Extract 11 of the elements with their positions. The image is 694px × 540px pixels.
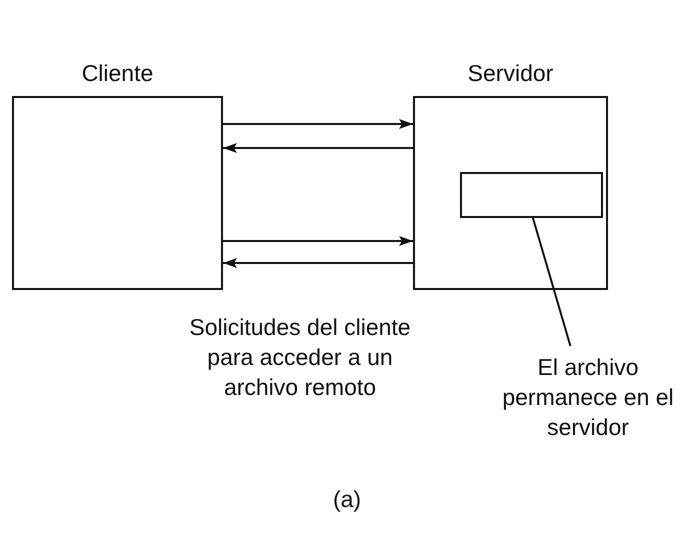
- caption: (a): [332, 485, 362, 514]
- leader-line: [532, 218, 572, 346]
- label-text: Solicitudes del cliente para acceder a un archivo remoto: [188, 313, 412, 402]
- box-heading: Cliente: [80, 60, 154, 87]
- arrow: [223, 119, 413, 129]
- arrow: [223, 143, 413, 153]
- arrow: [223, 258, 413, 268]
- annotation-text: El archivo permanece en el servidor: [500, 352, 676, 442]
- arrow: [223, 236, 413, 246]
- file-box: [460, 172, 603, 218]
- box-heading: Servidor: [466, 60, 554, 87]
